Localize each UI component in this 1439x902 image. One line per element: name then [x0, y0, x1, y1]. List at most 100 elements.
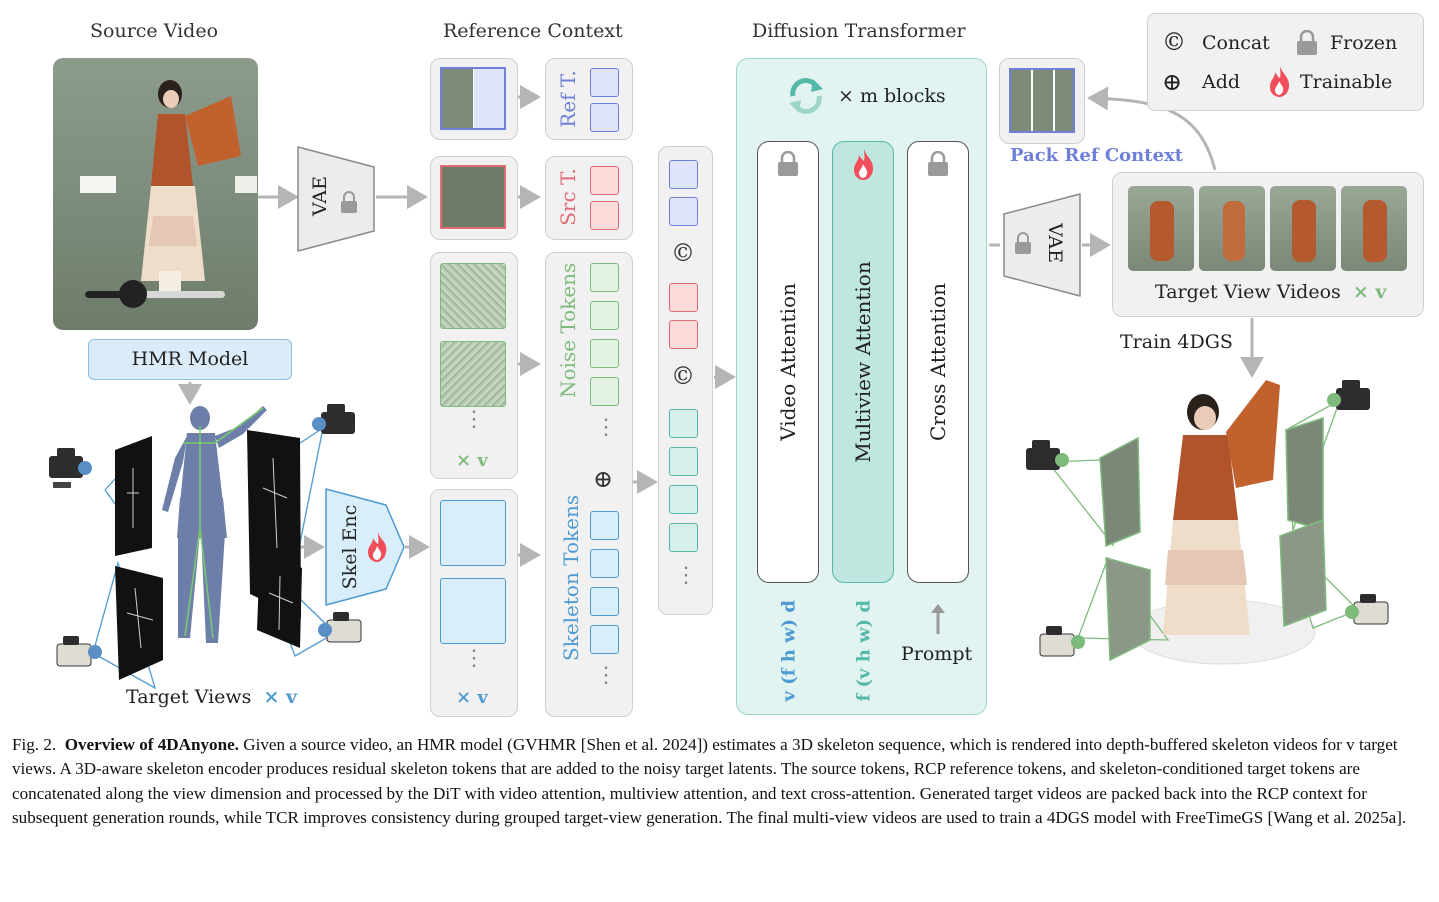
- skeleton-token: [590, 587, 619, 616]
- vae-left-label: VAE: [309, 175, 331, 216]
- concat-icon: ©: [671, 239, 695, 267]
- target-view-frame-2: [1199, 186, 1265, 271]
- 4dgs-reconstruction: [1026, 380, 1389, 665]
- lock-icon: [1297, 30, 1317, 55]
- skeleton-token: [590, 549, 619, 578]
- body-mesh-with-cameras: [49, 404, 362, 690]
- add-icon: ⊕: [593, 465, 614, 493]
- video-scrubber-fill: [85, 291, 133, 298]
- skeleton-latent-multiplier: × v: [456, 687, 488, 708]
- packed-ref-grid: [1009, 68, 1075, 133]
- target-views-text: Target Views: [126, 686, 252, 708]
- noise-tokens-label: Noise Tokens: [556, 262, 580, 398]
- video-scrubber-handle[interactable]: [119, 280, 147, 308]
- skeleton-token-dots: ⋮: [595, 663, 617, 688]
- ref-token: [590, 68, 619, 97]
- noise-latent-dots: ⋮: [463, 407, 485, 432]
- video-attention-label: Video Attention: [776, 283, 800, 441]
- src-latent: [430, 156, 518, 240]
- noise-latent-multiplier: × v: [456, 450, 488, 471]
- fire-icon: [1270, 66, 1290, 97]
- lock-icon: [928, 151, 948, 176]
- pack-ref-context-panel: [999, 58, 1085, 144]
- lock-icon: [1015, 232, 1031, 254]
- camera-icon: [49, 448, 92, 488]
- source-video-light-panel-2: [235, 176, 257, 193]
- noise-latent-1: [440, 263, 506, 329]
- noise-token: [590, 377, 619, 406]
- legend-frozen-label: Frozen: [1330, 32, 1398, 54]
- connector-arrows: [178, 85, 1264, 567]
- skeleton-token: [590, 625, 619, 654]
- reference-context-title: Reference Context: [443, 20, 623, 42]
- pack-ref-context-label: Pack Ref Context: [1010, 145, 1184, 166]
- concat-icon: ©: [671, 362, 695, 390]
- noise-skeleton-tokens-panel: Noise Tokens ⋮ ⊕ Skeleton Tokens ⋮: [545, 252, 633, 717]
- cross-attention-label: Cross Attention: [926, 282, 950, 442]
- m-blocks-label: × m blocks: [838, 85, 946, 107]
- video-scrubber-track[interactable]: [85, 291, 225, 298]
- src-latent-image: [440, 165, 506, 229]
- concat-target-token: [669, 409, 698, 438]
- target-view-videos-multiplier: × v: [1352, 281, 1387, 303]
- ref-tokens-panel: Ref T.: [545, 58, 633, 140]
- noise-latent-2: [440, 341, 506, 407]
- up-arrow-icon: [931, 604, 945, 634]
- skeleton-latent-stack: ⋮ × v: [430, 489, 518, 717]
- skeleton-latent-1: [440, 500, 506, 566]
- src-token: [590, 166, 619, 195]
- lock-icon: [778, 151, 798, 176]
- src-token: [590, 201, 619, 230]
- target-view-frame-1: [1128, 186, 1194, 271]
- diffusion-transformer-title: Diffusion Transformer: [752, 20, 966, 42]
- concat-target-token: [669, 485, 698, 514]
- target-view-videos-panel: Target View Videos × v: [1112, 172, 1424, 317]
- noise-latent-stack: ⋮ × v: [430, 252, 518, 479]
- caption-bold: Overview of 4DAnyone.: [64, 735, 239, 754]
- diffusion-transformer-block: × m blocks Video Attention Multiview Att…: [736, 58, 987, 715]
- vae-decoder-right: [1003, 193, 1081, 297]
- vae-encoder-left: [297, 146, 375, 252]
- concat-token-dots: ⋮: [675, 563, 697, 588]
- cross-attention-block: Cross Attention: [907, 141, 969, 583]
- noise-token-dots: ⋮: [595, 415, 617, 440]
- noise-token: [590, 263, 619, 292]
- multiview-attention-dims: f (v h w) d: [853, 600, 875, 702]
- concat-src-token: [669, 283, 698, 312]
- source-video-light-panel: [80, 176, 116, 193]
- figure-caption: Fig. 2. Overview of 4DAnyone. Given a so…: [12, 733, 1430, 831]
- target-view-frame-4: [1341, 186, 1407, 271]
- lock-icon: [341, 191, 357, 213]
- refresh-icon: [789, 78, 823, 114]
- hmr-model-box: HMR Model: [88, 339, 292, 380]
- video-attention-block: Video Attention: [757, 141, 819, 583]
- source-video-frame: [53, 58, 258, 330]
- concatenated-tokens-panel: © © ⋮: [658, 146, 713, 615]
- train-4dgs-label: Train 4DGS: [1120, 331, 1233, 353]
- multiview-attention-label: Multiview Attention: [851, 261, 875, 463]
- legend-concat-label: Concat: [1202, 32, 1270, 54]
- concat-target-token: [669, 447, 698, 476]
- target-view-videos-caption: Target View Videos × v: [1155, 281, 1386, 303]
- legend-box: © Concat Frozen ⊕ Add Trainable: [1147, 13, 1424, 111]
- target-view-frame-3: [1270, 186, 1336, 271]
- concat-ref-token: [669, 160, 698, 189]
- fire-icon: [368, 532, 387, 562]
- noise-token: [590, 301, 619, 330]
- skeleton-encoder: [325, 488, 405, 606]
- target-views-multiplier: × v: [263, 686, 298, 708]
- concat-ref-token: [669, 197, 698, 226]
- target-views-label: Target Views × v: [126, 686, 297, 708]
- src-tokens-label: Src T.: [556, 168, 580, 226]
- target-view-videos-label: Target View Videos: [1155, 281, 1341, 303]
- concat-icon: ©: [1162, 28, 1186, 56]
- dancer-figure: [141, 80, 241, 291]
- skeleton-latent-2: [440, 578, 506, 644]
- ref-tokens-label: Ref T.: [556, 70, 580, 128]
- noise-token: [590, 339, 619, 368]
- ref-token: [590, 103, 619, 132]
- legend-trainable-label: Trainable: [1300, 71, 1393, 93]
- skeleton-token: [590, 511, 619, 540]
- video-attention-dims: v (f h w) d: [778, 600, 800, 702]
- skel-enc-label: Skel Enc: [339, 504, 361, 590]
